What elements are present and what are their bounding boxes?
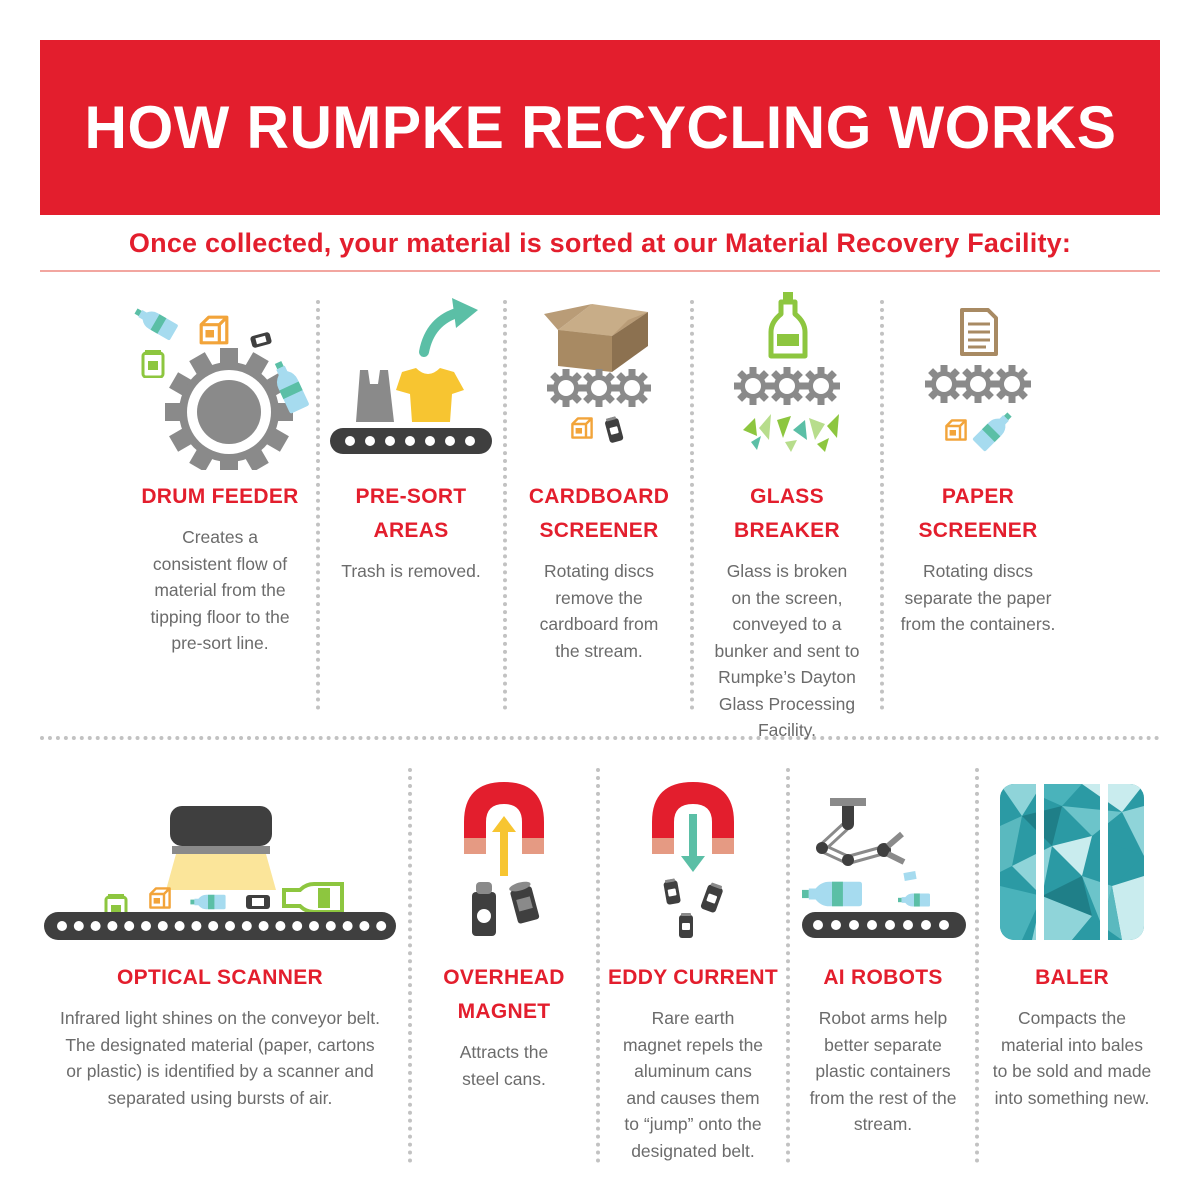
step-cardboard-screener-text: CARDBOARD SCREENER Rotating discs remove… xyxy=(508,480,690,664)
belt-hole xyxy=(275,921,286,931)
step-title: OVERHEAD MAGNET xyxy=(443,966,565,1023)
page-title: HOW RUMPKE RECYCLING WORKS xyxy=(84,94,1116,161)
belt-hole xyxy=(258,921,269,931)
step-pre-sort-text: PRE-SORT AREAS Trash is removed. xyxy=(320,480,502,585)
belt-hole xyxy=(208,921,219,931)
glass-breaker-icon xyxy=(734,292,840,452)
step-title: AI ROBOTS xyxy=(823,966,943,989)
divider-bottom-2 xyxy=(596,768,600,1163)
step-description: Robot arms help better separate plastic … xyxy=(809,1008,957,1134)
belt-hole xyxy=(141,921,151,931)
optical-scanner-icon xyxy=(44,806,396,940)
belt-hole xyxy=(73,921,84,931)
belt-hole xyxy=(124,921,135,931)
belt-hole xyxy=(376,921,387,931)
baler-icon xyxy=(1000,784,1144,940)
step-description: Glass is broken on the screen, conveyed … xyxy=(714,561,860,740)
divider-top-4 xyxy=(880,300,884,710)
page-subtitle: Once collected, your material is sorted … xyxy=(128,228,1072,258)
step-glass-breaker-text: GLASS BREAKER Glass is broken on the scr… xyxy=(695,480,879,744)
divider-bottom-4 xyxy=(975,768,979,1163)
belt-hole xyxy=(90,921,101,931)
step-ai-robots-text: AI ROBOTS Robot arms help better separat… xyxy=(792,961,974,1138)
divider-top-1 xyxy=(316,300,320,710)
step-ai-robots xyxy=(792,790,974,950)
cardboard-screener-icon xyxy=(544,304,651,444)
step-baler-text: BALER Compacts the material into bales t… xyxy=(982,961,1162,1111)
belt-hole xyxy=(292,921,303,931)
step-optical-scanner-text: OPTICAL SCANNER Infrared light shines on… xyxy=(40,961,400,1111)
step-description: Trash is removed. xyxy=(341,561,481,581)
belt-hole xyxy=(191,921,202,931)
drum-feeder-icon xyxy=(131,303,310,470)
step-title: PRE-SORT AREAS xyxy=(355,485,467,542)
paper-screener-icon xyxy=(925,308,1031,452)
step-description: Infrared light shines on the conveyor be… xyxy=(59,1008,381,1108)
step-description: Rare earth magnet repels the aluminum ca… xyxy=(622,1008,764,1161)
step-eddy-current-text: EDDY CURRENT Rare earth magnet repels th… xyxy=(602,961,784,1164)
divider-bottom-1 xyxy=(408,768,412,1163)
step-title: DRUM FEEDER xyxy=(141,485,299,508)
belt-hole xyxy=(359,921,370,931)
step-drum-feeder-text: DRUM FEEDER Creates a consistent flow of… xyxy=(125,480,315,657)
step-drum-feeder xyxy=(125,300,315,470)
title-banner: HOW RUMPKE RECYCLING WORKS xyxy=(40,40,1160,215)
belt-hole xyxy=(57,921,67,931)
belt-hole xyxy=(241,921,252,931)
step-overhead-magnet xyxy=(414,768,594,948)
divider-top-2 xyxy=(503,300,507,710)
step-description: Compacts the material into bales to be s… xyxy=(992,1008,1152,1108)
step-title: OPTICAL SCANNER xyxy=(117,966,323,989)
belt-hole xyxy=(309,921,319,931)
belt-hole xyxy=(342,921,353,931)
step-title: BALER xyxy=(1035,966,1109,989)
overhead-magnet-icon xyxy=(464,782,544,936)
step-paper-screener xyxy=(886,290,1070,460)
step-title: CARDBOARD SCREENER xyxy=(528,485,670,542)
step-title: GLASS BREAKER xyxy=(734,485,840,542)
eddy-current-icon xyxy=(652,782,734,938)
step-glass-breaker xyxy=(695,290,879,460)
step-description: Attracts the steel cans. xyxy=(459,1042,549,1089)
divider-bottom-3 xyxy=(786,768,790,1163)
step-title: EDDY CURRENT xyxy=(607,966,779,989)
step-paper-screener-text: PAPER SCREENER Rotating discs separate t… xyxy=(886,480,1070,638)
belt-hole xyxy=(107,921,118,931)
belt-hole xyxy=(157,921,168,931)
step-description: Creates a consistent flow of material fr… xyxy=(150,527,290,653)
step-overhead-magnet-text: OVERHEAD MAGNET Attracts the steel cans. xyxy=(414,961,594,1092)
subtitle-divider xyxy=(40,270,1160,272)
step-pre-sort xyxy=(320,290,502,470)
divider-horizontal xyxy=(40,736,1160,740)
step-title: PAPER SCREENER xyxy=(918,485,1038,542)
belt-hole xyxy=(174,921,185,931)
divider-top-3 xyxy=(690,300,694,710)
step-cardboard-screener xyxy=(508,290,690,460)
step-baler xyxy=(982,776,1162,946)
step-optical-scanner xyxy=(40,790,400,950)
belt-hole xyxy=(225,921,235,931)
step-eddy-current xyxy=(602,768,784,948)
step-description: Rotating discs remove the cardboard from… xyxy=(539,561,659,661)
step-description: Rotating discs separate the paper from t… xyxy=(900,561,1056,634)
pre-sort-icon xyxy=(330,298,492,454)
ai-robots-icon xyxy=(802,798,966,938)
belt-hole xyxy=(325,921,336,931)
